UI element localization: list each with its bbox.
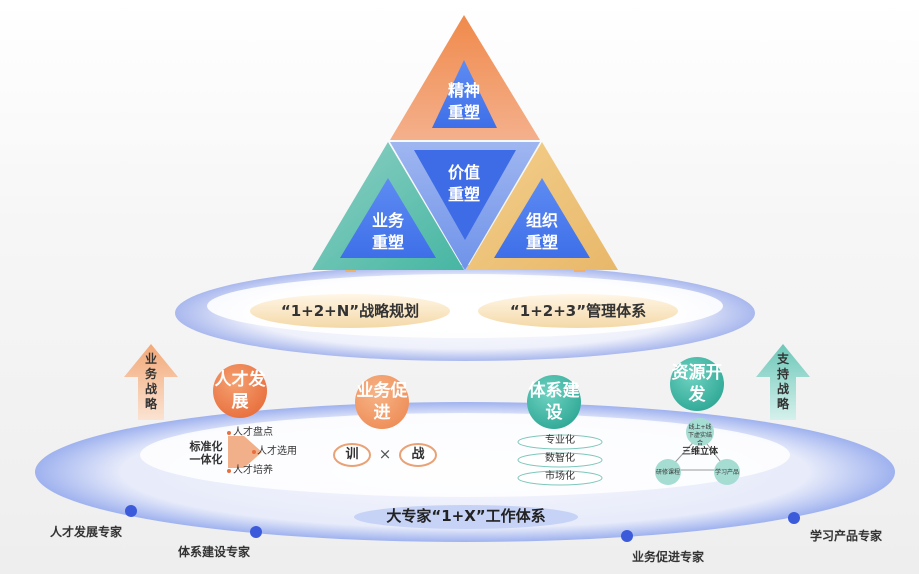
system-item-1: 专业化 <box>545 435 575 446</box>
talent-bullet-3 <box>227 469 231 473</box>
circle-resource <box>670 357 724 411</box>
business-times-icon: × <box>378 445 392 463</box>
circle-business <box>355 375 409 429</box>
talent-item-3: 人才培养 <box>233 465 273 476</box>
business-train-label: 训 <box>345 447 359 462</box>
triangle-left-inner <box>340 178 436 258</box>
circle-talent <box>213 364 267 418</box>
circle-business-label: 业务促进 <box>356 381 408 423</box>
expert-business-label: 业务促进专家 <box>632 550 705 564</box>
expert-dot-product <box>788 512 800 524</box>
triangle-center-label: 价值 重塑 <box>447 163 480 204</box>
talent-item-1: 人才盘点 <box>233 427 273 438</box>
system-item-3: 市场化 <box>545 471 575 482</box>
resource-node-left-label: 研修课程 <box>656 469 681 476</box>
resource-node-left <box>655 459 681 485</box>
system-bar-1 <box>517 434 603 450</box>
expert-dot-business <box>621 530 633 542</box>
resource-node-top-label: 线上+线下虚实结合 <box>688 424 713 447</box>
pill-left-label: “1+2+N”战略规划 <box>280 302 420 320</box>
resource-node-right <box>714 459 740 485</box>
expert-dot-talent <box>125 505 137 517</box>
talent-item-2: 人才选用 <box>257 446 297 457</box>
triangle-right-label: 组织 重塑 <box>525 211 558 252</box>
resource-node-top <box>686 418 714 446</box>
system-bar-3 <box>517 470 603 486</box>
system-item-2: 数智化 <box>545 453 575 464</box>
talent-bullet-1 <box>227 431 231 435</box>
circle-talent-label: 人才发展 <box>214 370 266 412</box>
expert-product-label: 学习产品专家 <box>810 529 883 543</box>
triangle-top-label: 精神 重塑 <box>447 81 480 122</box>
triangle-top-inner <box>432 60 497 128</box>
resource-center-label: 三维立体 <box>681 447 718 457</box>
triangle-right-inner <box>494 178 590 258</box>
talent-chevron <box>228 436 262 468</box>
side-arrow-left <box>124 344 178 420</box>
pill-right-bg <box>478 294 678 328</box>
expert-talent-label: 人才发展专家 <box>50 525 123 539</box>
base-inner-disc <box>140 413 790 497</box>
base-title-bar <box>354 505 578 529</box>
side-arrow-right-label: 支持战略 <box>776 352 789 411</box>
side-arrow-left-label: 业务战略 <box>144 352 157 411</box>
business-pill-left <box>333 443 371 467</box>
system-bar-2 <box>517 452 603 468</box>
resource-node-right-label: 学习产品 <box>715 469 740 476</box>
expert-system-label: 体系建设专家 <box>178 545 251 559</box>
business-pill-right <box>399 443 437 467</box>
base-title: 大专家“1+X”工作体系 <box>386 507 546 525</box>
expert-dot-system <box>250 526 262 538</box>
side-arrow-right <box>756 344 810 420</box>
triangle-left-label: 业务 重塑 <box>371 211 404 252</box>
circle-system <box>527 375 581 429</box>
talent-bullet-2 <box>252 450 256 454</box>
pill-right-label: “1+2+3”管理体系 <box>509 302 647 320</box>
circle-system-label: 体系建设 <box>528 381 580 423</box>
triangle-center-inner <box>414 150 516 240</box>
talent-standard-label: 标准化一体化 <box>189 440 223 466</box>
pill-left-bg <box>250 294 450 328</box>
business-battle-label: 战 <box>411 447 425 462</box>
circle-resource-label: 资源开发 <box>671 363 723 405</box>
